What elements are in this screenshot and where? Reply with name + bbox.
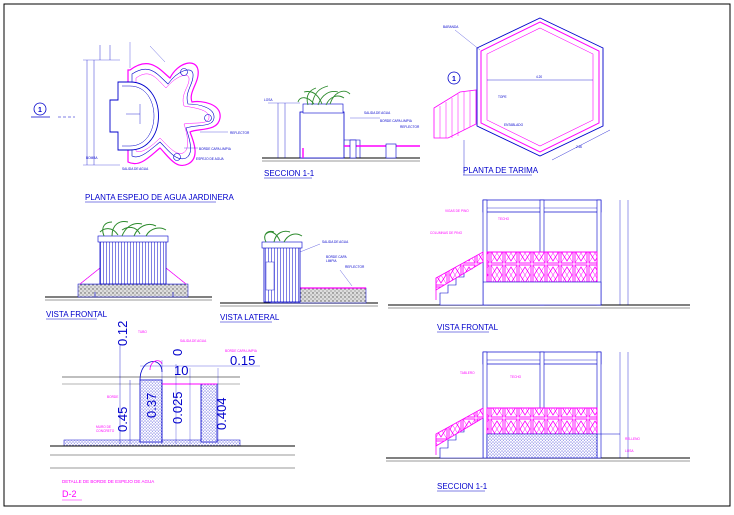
detalle-borde: 0.12 0.45 0.37 0.025 0.404 0 0.15 10 TUB… (50, 321, 295, 501)
svg-text:REFLECTOR: REFLECTOR (400, 125, 420, 129)
dim-0-small: 0 (170, 349, 185, 356)
title-espejo-plan: PLANTA ESPEJO DE AGUA JARDINERA (85, 193, 234, 202)
tarima-plan: 4.20 1 BARANDA TOPE ENTABLADO 2.50 PLANT… (433, 17, 611, 176)
label-bomba: BOMBA (86, 156, 98, 160)
label-espejo: ESPEJO DE AGUA (196, 157, 225, 161)
svg-text:ENTABLADO: ENTABLADO (504, 123, 524, 127)
tarima-section: TABLERO TECHO RELLENO LOSA SECCION 1-1 (386, 351, 690, 492)
svg-text:REFLECTOR: REFLECTOR (345, 265, 365, 269)
dim-012: 0.12 (115, 321, 130, 346)
svg-text:BORDE CAPA LIMPIA: BORDE CAPA LIMPIA (380, 119, 413, 123)
svg-text:TECHO: TECHO (498, 217, 510, 221)
tarima-front: TECHO VIGAS DE PINO COLUMNAS DE PINO VIS… (388, 199, 690, 333)
svg-text:TECHO: TECHO (510, 375, 522, 379)
label-borde: BORDE CAPA LIMPIA (199, 147, 232, 151)
svg-text:LOSA: LOSA (625, 449, 634, 453)
label-losa: LOSA (264, 98, 273, 102)
label-salida: SALIDA DE AGUA (122, 167, 149, 171)
section-marker: 1 (38, 107, 42, 114)
title-tarima-plan: PLANTA DE TARIMA (463, 166, 539, 175)
svg-text:TABLERO: TABLERO (460, 371, 475, 375)
svg-text:BORDE CAPA: BORDE CAPA (326, 255, 348, 259)
espejo-plan: 1 REFLECTOR BORDE CAPA LIMPIA ESPEJO DE … (31, 42, 250, 203)
espejo-section: LOSA SALIDA DE AGUA BORDE CAPA LIMPIA RE… (262, 85, 420, 179)
svg-text:LIMPIA: LIMPIA (326, 259, 337, 263)
title-vista-frontal-tarima: VISTA FRONTAL (437, 323, 499, 332)
dim-0404: 0.404 (214, 397, 229, 430)
title-seccion-espejo: SECCION 1-1 (264, 169, 315, 178)
dim-037: 0.37 (144, 393, 159, 418)
svg-text:RELLENO: RELLENO (625, 437, 640, 441)
label-tubo: TUBO (138, 330, 147, 334)
svg-text:MURO DE: MURO DE (96, 425, 111, 429)
svg-text:1: 1 (452, 76, 456, 83)
svg-text:4.20: 4.20 (536, 75, 542, 79)
svg-text:SALIDA DE AGUA: SALIDA DE AGUA (322, 240, 349, 244)
title-detail-ref: D-2 (62, 489, 77, 499)
title-detalle: DETALLE DE BORDE DE ESPEJO DE AGUA (62, 479, 154, 484)
jardinera-front: VISTA FRONTAL (45, 221, 212, 320)
svg-text:SALIDA DE AGUA: SALIDA DE AGUA (364, 111, 391, 115)
svg-text:2.50: 2.50 (576, 145, 582, 149)
svg-text:BORDE: BORDE (107, 395, 118, 399)
svg-text:BORDE CAPA LIMPIA: BORDE CAPA LIMPIA (225, 349, 258, 353)
svg-text:BARANDA: BARANDA (443, 25, 459, 29)
svg-text:TOPE: TOPE (498, 95, 507, 99)
sheet-border (3, 3, 731, 507)
title-vista-lateral: VISTA LATERAL (220, 313, 280, 322)
svg-text:VIGAS DE PINO: VIGAS DE PINO (445, 209, 469, 213)
title-seccion-tarima: SECCION 1-1 (437, 482, 488, 491)
dim-0025: 0.025 (170, 391, 185, 424)
dim-045: 0.45 (115, 407, 130, 432)
dim-015: 0.15 (230, 353, 255, 368)
jardinera-side: SALIDA DE AGUA BORDE CAPA LIMPIA REFLECT… (220, 230, 378, 323)
svg-text:CONCRETO: CONCRETO (96, 429, 115, 433)
svg-text:COLUMNAS DE PINO: COLUMNAS DE PINO (430, 231, 463, 235)
title-vista-frontal-jardinera: VISTA FRONTAL (46, 310, 108, 319)
svg-text:SALIDA DE AGUA: SALIDA DE AGUA (180, 339, 207, 343)
label-reflector: REFLECTOR (230, 131, 250, 135)
dim-010: 10 (174, 363, 188, 378)
